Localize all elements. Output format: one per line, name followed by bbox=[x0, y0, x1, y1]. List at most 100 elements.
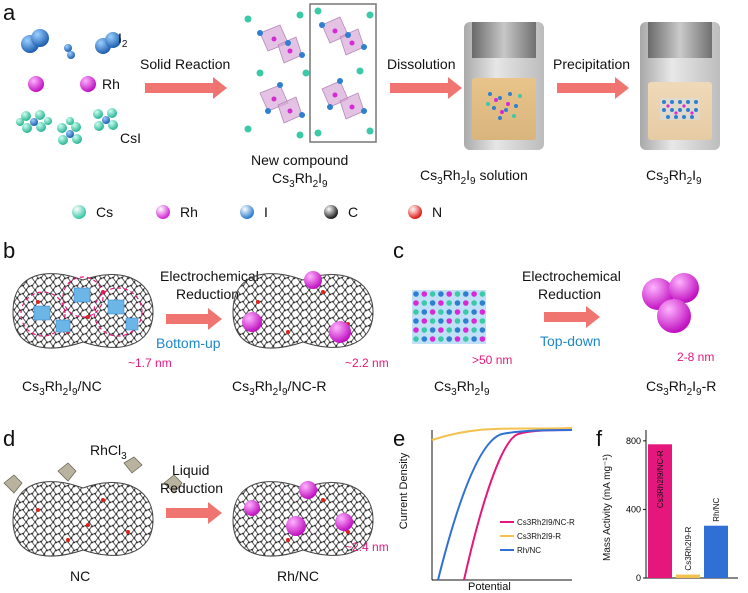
solution-vial-photo bbox=[464, 22, 544, 150]
legend-item-cs: Cs bbox=[72, 204, 113, 220]
lattice-atom bbox=[446, 318, 452, 324]
bar-label: Cs3Rh2I9/NC-R bbox=[656, 450, 665, 508]
lattice-atom bbox=[429, 291, 436, 297]
y-tick-label: 0 bbox=[636, 573, 641, 583]
curve-2 bbox=[437, 429, 573, 581]
crystal-structure-illustration bbox=[244, 3, 377, 143]
lattice-atom bbox=[429, 318, 436, 324]
lattice-atom bbox=[454, 327, 461, 333]
lattice-atom bbox=[421, 300, 428, 306]
label-b-right: Cs3Rh2I9/NC-R bbox=[232, 378, 327, 398]
lattice-atom bbox=[471, 300, 477, 306]
legend-label: I bbox=[264, 204, 268, 220]
lattice-atom bbox=[471, 291, 477, 297]
rh-nc-illustration bbox=[232, 481, 374, 557]
lattice-atom bbox=[413, 300, 419, 306]
lattice-atom bbox=[479, 309, 486, 315]
reduction-arrow-d bbox=[166, 502, 222, 524]
lattice-atom bbox=[413, 336, 419, 342]
solid-reaction-arrow bbox=[145, 77, 227, 99]
y-tick-label: 800 bbox=[626, 436, 641, 446]
lattice-atom bbox=[413, 291, 419, 297]
lattice-atom bbox=[479, 336, 486, 342]
cs3rh2i9-crystal-illustration bbox=[412, 290, 486, 344]
legend-label: C bbox=[348, 204, 359, 220]
bar-1 bbox=[676, 574, 700, 578]
rh-atom bbox=[28, 76, 44, 92]
legend-swatch bbox=[240, 205, 254, 219]
bar-label: Cs3Rh2I9-R bbox=[684, 526, 693, 570]
lattice-atom bbox=[429, 300, 436, 306]
label-c-left: Cs3Rh2I9 bbox=[434, 378, 490, 398]
rhcl3-crystals bbox=[3, 456, 183, 494]
lattice-atom bbox=[421, 291, 428, 297]
lattice-atom bbox=[463, 327, 469, 333]
legend-item-n: N bbox=[408, 204, 442, 220]
label-d-right: Rh/NC bbox=[277, 568, 320, 584]
csi-label: CsI bbox=[120, 130, 141, 146]
panel-a-letter: a bbox=[3, 0, 16, 25]
legend-swatch bbox=[156, 205, 170, 219]
process-label-b-line1: Electrochemical bbox=[160, 268, 259, 284]
chart-e-xlabel: Potential bbox=[468, 581, 511, 593]
label-d-left: NC bbox=[70, 568, 91, 584]
rh-atom bbox=[80, 76, 96, 92]
lattice-atom bbox=[471, 309, 477, 315]
lattice-atom bbox=[479, 327, 486, 333]
legend-label: Cs bbox=[96, 204, 114, 220]
lattice-atom bbox=[479, 318, 486, 324]
direction-label-c: Top-down bbox=[540, 333, 601, 349]
new-compound-formula: Cs3Rh2I9 bbox=[272, 170, 328, 190]
lattice-atom bbox=[446, 309, 452, 315]
lattice-atom bbox=[463, 291, 469, 297]
process-label-d-line1: Liquid bbox=[172, 462, 210, 478]
product-label: Cs3Rh2I9 bbox=[646, 167, 702, 187]
lattice-atom bbox=[479, 300, 486, 306]
lattice-atom bbox=[438, 318, 444, 324]
process-label-b-line2: Reduction bbox=[176, 286, 240, 302]
lattice-atom bbox=[438, 336, 444, 342]
lattice-atom bbox=[429, 309, 436, 315]
legend-label: N bbox=[432, 204, 443, 220]
legend-item-rh: Rh bbox=[156, 204, 198, 220]
lattice-atom bbox=[454, 291, 461, 297]
reduction-arrow-b bbox=[166, 308, 222, 330]
csi-clusters bbox=[16, 108, 118, 145]
lattice-atom bbox=[454, 318, 461, 324]
lattice-atom bbox=[454, 309, 461, 315]
lattice-atom bbox=[446, 327, 452, 333]
panel-e-letter: e bbox=[393, 426, 406, 451]
lattice-atom bbox=[413, 318, 419, 324]
lattice-atom bbox=[479, 291, 486, 297]
legend-text: Rh/NC bbox=[517, 546, 541, 555]
lattice-atom bbox=[446, 300, 452, 306]
i2-label: I2 bbox=[118, 30, 128, 50]
panel-d-letter: d bbox=[3, 426, 16, 451]
lattice-atom bbox=[463, 309, 469, 315]
bar-2 bbox=[704, 525, 728, 578]
legend-label: Rh bbox=[180, 204, 198, 220]
precipitate-vial-photo bbox=[640, 22, 720, 150]
dissolution-label: Dissolution bbox=[387, 56, 456, 72]
legend-item-i: I bbox=[240, 204, 268, 220]
cs3rh2i9-nc-illustration bbox=[12, 273, 154, 349]
curve-0 bbox=[463, 429, 573, 581]
nc-illustration bbox=[12, 481, 154, 557]
lattice-atom bbox=[429, 336, 436, 342]
lattice-atom bbox=[438, 291, 444, 297]
bar-0 bbox=[648, 444, 672, 578]
size-label-c-right: 2-8 nm bbox=[677, 350, 715, 364]
size-label-b-right: ~2.2 nm bbox=[345, 356, 389, 370]
solution-label: Cs3Rh2I9 solution bbox=[420, 167, 528, 187]
lattice-atom bbox=[413, 327, 419, 333]
size-label-b-left: ~1.7 nm bbox=[128, 356, 172, 370]
lattice-atom bbox=[463, 318, 469, 324]
rh-label: Rh bbox=[102, 76, 120, 92]
y-tick-label: 400 bbox=[626, 504, 641, 514]
lattice-atom bbox=[421, 309, 428, 315]
reactants-illustration bbox=[16, 29, 121, 145]
lattice-atom bbox=[429, 327, 436, 333]
process-label-c-line2: Reduction bbox=[538, 286, 602, 302]
lattice-atom bbox=[463, 336, 469, 342]
